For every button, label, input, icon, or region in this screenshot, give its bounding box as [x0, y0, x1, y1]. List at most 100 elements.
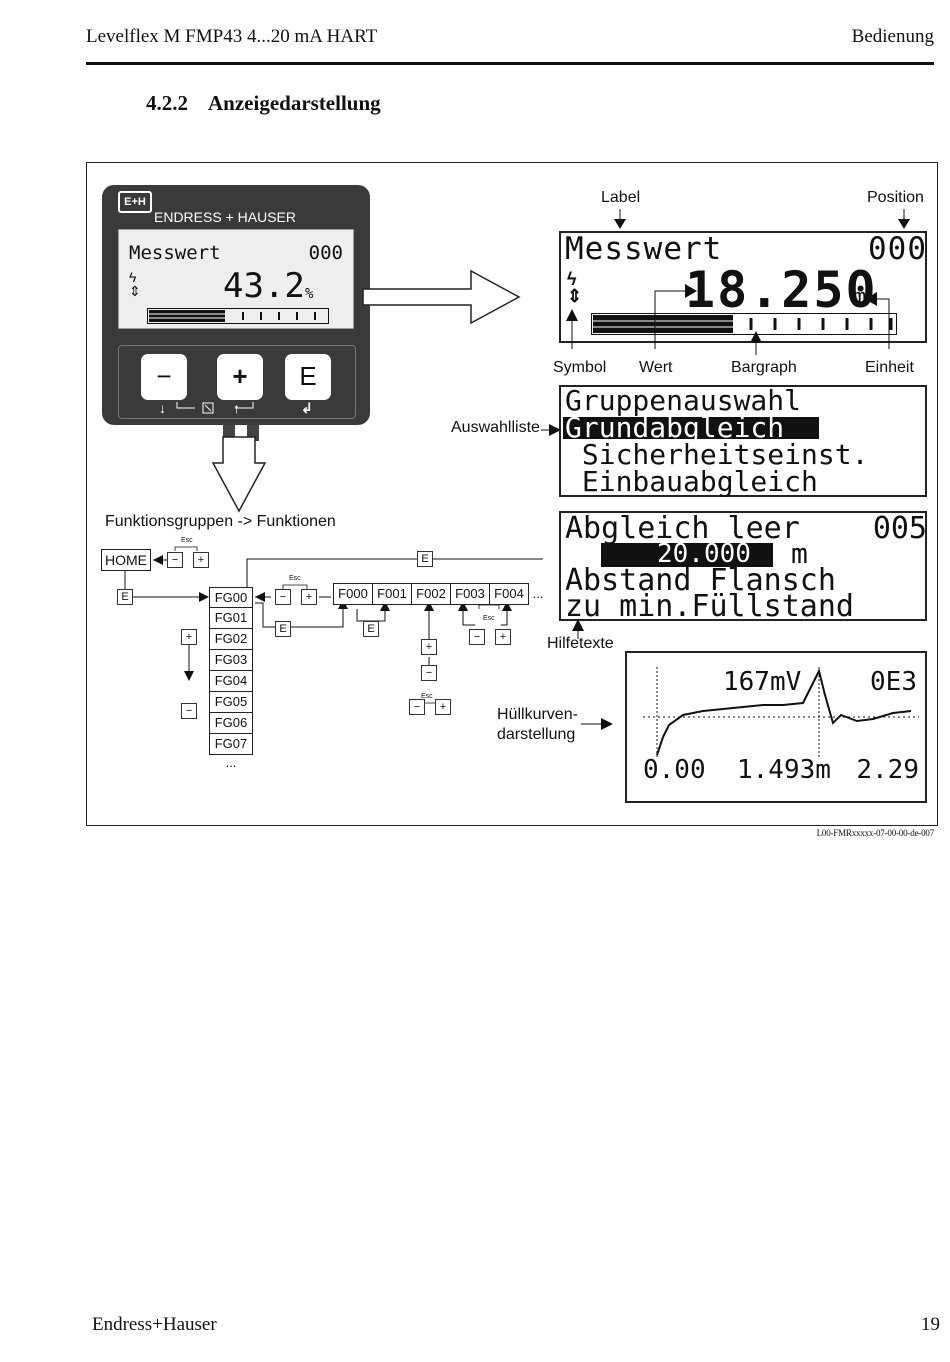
function-group-more: ... [225, 755, 237, 770]
header-doc-title: Levelflex M FMP43 4...20 mA HART [86, 26, 378, 47]
minus-key-button[interactable]: − [275, 589, 291, 605]
function-more: ... [532, 586, 544, 601]
function-item[interactable]: F003 [451, 583, 490, 605]
device-lcd-unit: % [305, 286, 314, 302]
section-number: 4.2.2 [146, 91, 188, 115]
help-text-display: Abgleich leer 005 20.000 m Abstand Flans… [559, 511, 927, 624]
minus-key-button[interactable]: − [469, 629, 485, 645]
envelope-bottom-right: 2.29 [856, 755, 919, 785]
auswahlliste-arrow-icon [541, 424, 561, 436]
function-group-item[interactable]: FG02 [209, 629, 253, 650]
e-key-button[interactable]: E [363, 621, 379, 637]
function-item[interactable]: F001 [373, 583, 412, 605]
minus-key-button[interactable]: − [409, 699, 425, 715]
callout-label: Label [601, 189, 641, 206]
right-flow-arrow-icon [362, 269, 521, 325]
plus-key-button[interactable]: + [435, 699, 451, 715]
device-lcd-bargraph [147, 308, 329, 324]
down-hint-icon: ↓ [159, 400, 166, 416]
envelope-bottom-left: 0.00 [643, 755, 706, 785]
device-brand: ENDRESS + HAUSER [154, 209, 296, 225]
function-group-item[interactable]: FG03 [209, 650, 253, 671]
function-list: F000 F001 F002 F003 F004 ... [333, 583, 547, 605]
function-group-item[interactable]: FG01 [209, 608, 253, 629]
plus-key-button[interactable]: + [495, 629, 511, 645]
enter-key-button[interactable]: E [285, 354, 331, 400]
label-callout-arrow-icon [614, 209, 626, 229]
function-group-item[interactable]: FG00 [209, 587, 253, 608]
function-group-item[interactable]: FG04 [209, 671, 253, 692]
selection-list-item[interactable]: Einbauabgleich [565, 465, 818, 498]
symbol-callout-arrow-icon [566, 309, 578, 349]
plus-key-button[interactable]: + [301, 589, 317, 605]
plus-key-button[interactable]: + [217, 354, 263, 400]
bargraph-callout-arrow-icon [750, 331, 762, 355]
help-display-title: Abgleich leer [565, 511, 800, 546]
help-display-line: zu min.Füllstand [565, 589, 854, 624]
page-number: 19 [921, 1314, 940, 1335]
device-lcd-label: Messwert [129, 242, 221, 264]
device-lcd: Messwert 000 ϟ⇕ 43.2 % [118, 229, 354, 329]
callout-symbol: Symbol [553, 359, 607, 376]
callout-bargraph: Bargraph [731, 359, 797, 376]
esc-label: Esc [483, 615, 495, 622]
callout-auswahlliste: Auswahlliste [451, 419, 540, 436]
plus-key-button[interactable]: + [421, 639, 437, 655]
callout-einheit: Einheit [865, 359, 914, 376]
plus-key-button[interactable]: + [181, 629, 197, 645]
selection-list-title: Gruppenauswahl [565, 384, 802, 417]
help-display-unit: m [791, 537, 808, 570]
help-display-position: 005 [872, 511, 927, 546]
device-lcd-symbol-icon: ϟ⇕ [129, 269, 141, 299]
selection-list-selected-item[interactable]: Grundabgleich [565, 411, 785, 444]
plus-key-button[interactable]: + [193, 552, 209, 568]
help-display-line: Abstand Flansch [565, 563, 836, 598]
esc-label: Esc [289, 575, 301, 582]
main-display-bargraph [591, 313, 897, 335]
main-display: Messwert 000 ϟ⇕ 18.250 m [559, 231, 927, 343]
esc-hint-icon [176, 402, 254, 414]
footer-company: Endress+Hauser [92, 1314, 217, 1335]
figure-code: L00-FMRxxxxx-07-00-00-de-007 [816, 828, 935, 838]
hilfetexte-arrow-icon [572, 619, 584, 639]
esc-label: Esc [181, 537, 193, 544]
envelope-curve [643, 667, 919, 757]
help-display-value-field[interactable] [601, 543, 773, 567]
down-flow-arrow-icon [211, 436, 267, 513]
menu-title: Funktionsgruppen -> Funktionen [105, 513, 336, 530]
selection-list-highlight [563, 417, 819, 439]
function-group-item[interactable]: FG06 [209, 713, 253, 734]
esc-label: Esc [421, 693, 433, 700]
envelope-top-right: 0E3 [870, 667, 917, 697]
einheit-callout-arrow-icon [865, 292, 890, 349]
device-keypad: − + E ↓ ↑ ↲ [118, 345, 356, 419]
main-display-label: Messwert [565, 231, 723, 267]
main-display-value: 18.250 [685, 261, 878, 319]
help-display-value: 20.000 [657, 539, 751, 569]
minus-key-button[interactable]: − [167, 552, 183, 568]
envelope-arrow-icon [581, 718, 613, 730]
main-display-unit: m [853, 285, 867, 310]
main-display-position: 000 [868, 231, 927, 267]
minus-key-button[interactable]: − [181, 703, 197, 719]
function-group-item[interactable]: FG07 [209, 734, 253, 755]
e-key-button[interactable]: E [117, 589, 133, 605]
e-key-button[interactable]: E [275, 621, 291, 637]
function-item[interactable]: F000 [333, 583, 373, 605]
selection-list-display: Gruppenauswahl Grundabgleich Sicherheits… [559, 385, 927, 497]
selection-list-item[interactable]: Sicherheitseinst. [565, 438, 869, 471]
callout-wert: Wert [639, 359, 673, 376]
enter-hint-icon: ↲ [301, 400, 313, 416]
minus-key-button[interactable]: − [141, 354, 187, 400]
eh-logo-icon: E+H [118, 191, 152, 213]
home-box[interactable]: HOME [101, 549, 151, 571]
position-callout-arrow-icon [898, 209, 910, 229]
callout-hilfetexte: Hilfetexte [547, 635, 614, 652]
header-chapter: Bedienung [851, 26, 934, 47]
menu-connections [124, 546, 543, 707]
function-item[interactable]: F004 [490, 583, 529, 605]
e-key-button[interactable]: E [417, 551, 433, 567]
function-group-item[interactable]: FG05 [209, 692, 253, 713]
minus-key-button[interactable]: − [421, 665, 437, 681]
function-item[interactable]: F002 [412, 583, 451, 605]
